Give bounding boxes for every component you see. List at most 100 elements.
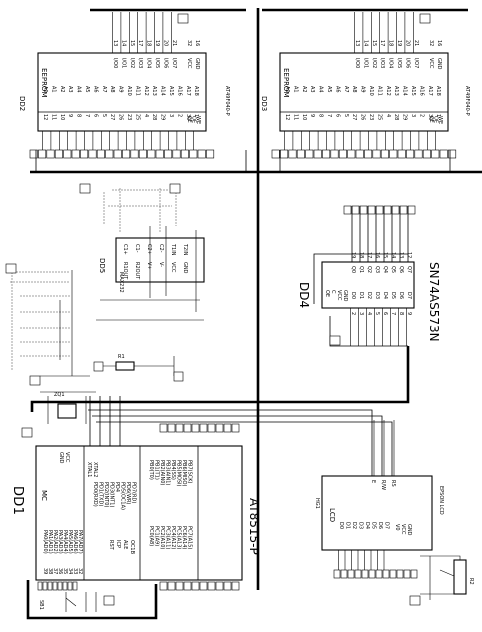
dd2-addr-pin-name: A15 bbox=[168, 86, 174, 96]
dd1-pd-pin-name: PD1(TXD) bbox=[98, 482, 104, 506]
dd2-data-pin-number: 19 bbox=[154, 40, 160, 46]
dd4-ctrl-pin-name: OE bbox=[324, 290, 330, 297]
hg1-connector-pin bbox=[340, 569, 348, 579]
dd1-pd-pin-name: PD7(RD) bbox=[131, 482, 137, 503]
eeprom-drops bbox=[35, 150, 451, 172]
dd3-ctrl-pin-name: OE bbox=[433, 116, 439, 123]
hg1-connector-pin bbox=[361, 569, 369, 579]
dd3-connector-pin bbox=[422, 149, 431, 159]
dd3-addr-pin-name: A16 bbox=[418, 86, 424, 96]
dd4-ctrl-pin-name: C bbox=[330, 290, 336, 294]
dd4-q-pin-name: Q5 bbox=[390, 266, 396, 273]
dd2-data-pin-name: I/O1 bbox=[120, 58, 126, 68]
dd2-addr-pin-number: 30 bbox=[185, 114, 191, 120]
crystal-wiring bbox=[40, 391, 96, 424]
dd1-pa-connector-pin bbox=[62, 581, 68, 591]
hg1-connector-pin bbox=[382, 569, 390, 579]
dd2-addr-pin-name: A2 bbox=[59, 86, 65, 93]
dd1-pb-pin-name: PB4(SS) bbox=[170, 460, 176, 480]
dd1-pa-pin-name: PA2(AD2) bbox=[52, 530, 58, 554]
dd1-body bbox=[35, 445, 243, 581]
dd2-data-pins: I/O013I/O114I/O215I/O317I/O418I/O519I/O6… bbox=[112, 12, 201, 124]
hg1-data-pin-name: D5 bbox=[371, 522, 377, 529]
dd2-data-pin-number: 20 bbox=[162, 40, 168, 46]
passive-wiring bbox=[40, 270, 90, 377]
hg1-ctrl-pin-name: V0 bbox=[394, 524, 400, 531]
dd1-pc-pin-name: PC5(A13) bbox=[176, 526, 182, 549]
dd1-pc-connector-pin bbox=[159, 581, 168, 591]
dd3-addr-pin-number: 5 bbox=[343, 114, 349, 117]
dd1-pb-pin-name: PB5(MOSI) bbox=[176, 460, 182, 486]
dd5-pin-name: T2IN bbox=[182, 243, 188, 256]
dd2-vcc-number: 32 bbox=[186, 40, 192, 46]
dd3-connector-pin bbox=[296, 149, 305, 159]
dd1-pb-connector-pin bbox=[199, 423, 208, 433]
dd2-addr-pin-number: 9 bbox=[67, 114, 73, 117]
dd3-data-pin-number: 13 bbox=[354, 40, 360, 46]
dd4-connector-pin bbox=[375, 205, 384, 215]
hg1-data-pin-name: D2 bbox=[351, 522, 357, 529]
dd3-connector-pin bbox=[380, 149, 389, 159]
dd3-data-pins: I/O013I/O114I/O215I/O317I/O418I/O519I/O6… bbox=[354, 12, 443, 124]
dd1-pa-pin-name: PA6(AD6) bbox=[72, 530, 78, 554]
dd1-mcu: DD1 MC AT8515-P PA0(AD0)39PA1(AD1)38PA2(… bbox=[10, 423, 261, 591]
dd2-addr-pin-name: A5 bbox=[84, 86, 90, 93]
dd3-vcc-pin: VCC bbox=[428, 58, 434, 69]
hg1-control-wiring bbox=[373, 420, 395, 476]
dd3-connector-pin bbox=[288, 149, 297, 159]
dd4-d-pin-name: D1 bbox=[358, 292, 364, 299]
dd1-pb-connector-pin bbox=[223, 423, 232, 433]
dd3-connector-pin bbox=[439, 149, 448, 159]
dd1-pa-connector-pin bbox=[52, 581, 58, 591]
dd3-addr-pin-name: A5 bbox=[326, 86, 332, 93]
dd1-pb-pin-name: PB3(AIN1) bbox=[165, 460, 171, 485]
dd1-vcc-symbol bbox=[21, 427, 33, 438]
dd2-body bbox=[37, 52, 207, 132]
sb1-contacts bbox=[65, 592, 97, 612]
dd3-address-pins: 12A011A110A29A38A47A56A65A727A826A923A10… bbox=[284, 86, 441, 150]
dd3-data-pin-number: 14 bbox=[362, 40, 368, 46]
dd2-addr-pin-name: A17 bbox=[185, 86, 191, 96]
dd1-pd-pin-name: PD6(WR) bbox=[125, 482, 131, 504]
dd3-gnd-symbol bbox=[419, 13, 431, 24]
dd2-connector-row bbox=[29, 13, 215, 159]
hg1-ctrl-pin-name: VCC bbox=[400, 524, 406, 535]
dd3-data-pin-name: I/O4 bbox=[388, 58, 394, 68]
dd2-data-pin-number: 15 bbox=[129, 40, 135, 46]
dd4-q-pin-number: 17 bbox=[366, 252, 372, 258]
dd3-eeprom: DD3 EEPROM AT49F040-P 12A011A110A29A38A4… bbox=[260, 12, 470, 159]
dd2-addr-pin-number: 4 bbox=[143, 114, 149, 117]
hg1-data-pin-name: D0 bbox=[338, 522, 344, 529]
dd4-q-pin-number: 15 bbox=[382, 252, 388, 258]
dd3-connector-pin bbox=[280, 149, 289, 159]
dd1-pd-pin-name: PD5(OC1A) bbox=[120, 482, 126, 510]
dd4-latch: DD4 SN74AS573N Q019Q118Q217Q316Q415Q514Q… bbox=[297, 205, 441, 347]
dd4-d-pin-name: D2 bbox=[366, 292, 372, 299]
dd2-ctrl-pin-name: WE bbox=[195, 116, 201, 124]
dd1-pc-connector-pin bbox=[207, 581, 216, 591]
r1-wiring bbox=[98, 356, 175, 376]
latch-output-bus bbox=[351, 206, 409, 262]
hg1-connector-pin bbox=[333, 569, 341, 579]
dd4-q-pin-number: 18 bbox=[358, 252, 364, 258]
dd3-gnd-number: 16 bbox=[436, 40, 442, 46]
dd2-addr-pin-name: A18 bbox=[193, 86, 199, 96]
dd4-connector-pin bbox=[351, 205, 360, 215]
dd5-pin-name: C2+ bbox=[146, 244, 152, 255]
dd3-data-pin-number: 21 bbox=[413, 40, 419, 46]
dd3-addr-pin-number: 27 bbox=[351, 114, 357, 120]
dd1-pa-pin-name: PA7(AD7) bbox=[77, 530, 83, 554]
dd5-gnd-symbol bbox=[169, 183, 181, 194]
dd1-pa-pin-number: 39 bbox=[42, 568, 48, 574]
dd3-data-pin-number: 19 bbox=[396, 40, 402, 46]
dd4-q-pin-number: 16 bbox=[374, 252, 380, 258]
hg1-connector-pin bbox=[354, 569, 362, 579]
dd4-connector-pin bbox=[343, 205, 352, 215]
dd3-connector-pin bbox=[372, 149, 381, 159]
dd3-addr-pin-name: A8 bbox=[351, 86, 357, 93]
dd2-addr-pin-name: A4 bbox=[76, 86, 82, 93]
dd2-addr-pin-name: A12 bbox=[143, 86, 149, 96]
dd1-pc-connector-pin bbox=[167, 581, 176, 591]
hg1-ctrl-pin-name: GND bbox=[406, 524, 412, 536]
